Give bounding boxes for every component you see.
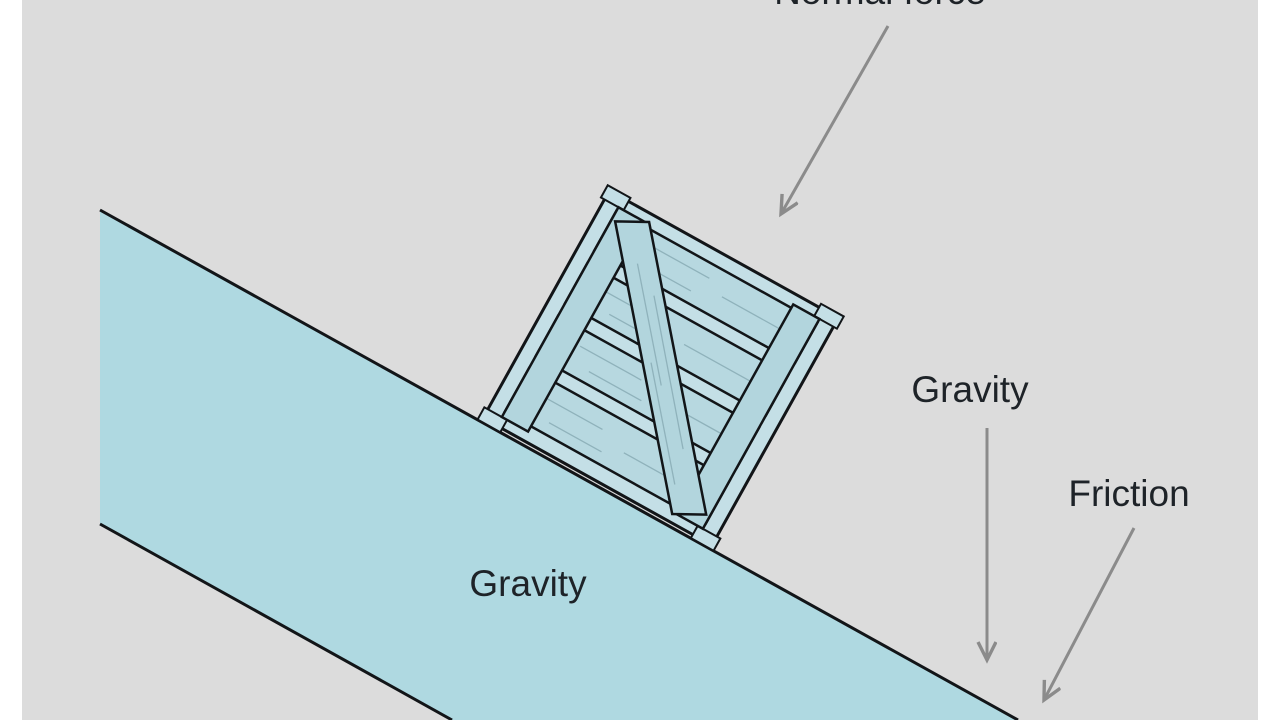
crate-diagonal-brace (613, 220, 708, 516)
ramp-top-edge (99, 208, 1019, 720)
crate-corner (476, 405, 509, 434)
crate-corner (599, 183, 632, 212)
crate-post (674, 302, 822, 531)
crate-corner (689, 524, 722, 553)
crate-corner (812, 302, 846, 331)
friction-label: Friction (1068, 473, 1189, 514)
normal-force-label: Normal force (774, 0, 986, 12)
ramp-bottom-edge (99, 522, 453, 720)
friction-arrow (1044, 527, 1136, 700)
wooden-crate (476, 183, 846, 553)
normal-force-arrow (781, 25, 890, 214)
gravity-label: Gravity (911, 369, 1029, 410)
crate-post (500, 205, 647, 434)
ramp-gravity-label: Gravity (469, 563, 587, 604)
